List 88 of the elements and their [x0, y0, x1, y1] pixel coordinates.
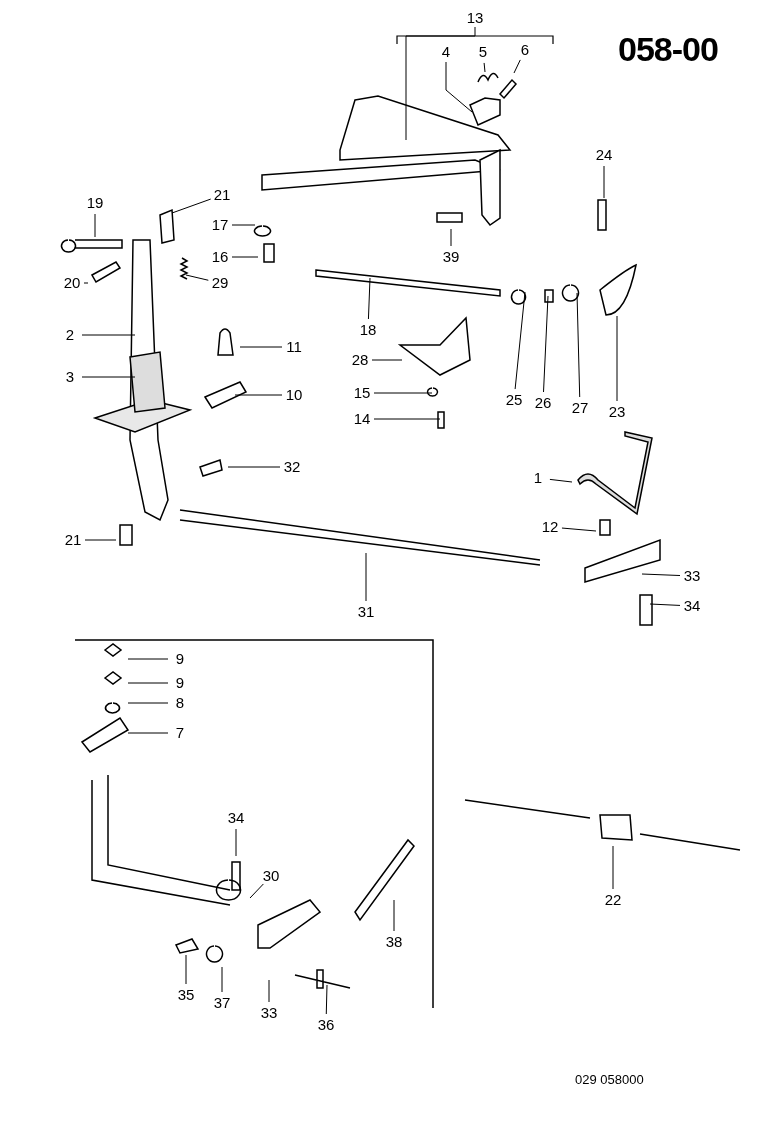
leader-line [81, 376, 136, 378]
callout-number: 20 [63, 275, 81, 291]
leader-line [221, 966, 223, 993]
leader-line [367, 277, 371, 320]
leader-line [231, 224, 256, 226]
callout-number: 33 [683, 568, 701, 584]
leader-line [543, 295, 549, 393]
leader-line [227, 466, 281, 468]
leader-line [84, 539, 117, 541]
leader-line [393, 899, 395, 932]
callout-number: 1 [533, 470, 543, 486]
leader-line [513, 59, 521, 74]
leader-line [127, 702, 169, 704]
callout-number: 31 [357, 604, 375, 620]
callout-number: 22 [604, 892, 622, 908]
callout-number: 30 [262, 868, 280, 884]
leader-line [81, 334, 136, 336]
callout-number: 8 [175, 695, 185, 711]
callout-number: 4 [441, 44, 451, 60]
callout-number: 34 [683, 598, 701, 614]
leader-line [561, 527, 597, 532]
callout-number: 16 [211, 249, 229, 265]
callout-number: 26 [534, 395, 552, 411]
callout-number: 19 [86, 195, 104, 211]
callout-number: 9 [175, 675, 185, 691]
callout-number: 13 [466, 10, 484, 26]
leader-line [483, 62, 486, 73]
callout-number: 25 [505, 392, 523, 408]
leader-line [405, 26, 476, 141]
callout-number: 35 [177, 987, 195, 1003]
callout-number: 21 [64, 532, 82, 548]
callout-number: 17 [211, 217, 229, 233]
callout-number: 18 [359, 322, 377, 338]
callout-number: 29 [211, 275, 229, 291]
leader-line [235, 828, 237, 857]
callout-number: 28 [351, 352, 369, 368]
callout-number: 24 [595, 147, 613, 163]
leader-line [325, 984, 328, 1015]
leader-line [549, 478, 573, 483]
callout-number: 34 [227, 810, 245, 826]
leader-line [514, 291, 526, 390]
leader-line [445, 61, 473, 113]
callout-number: 37 [213, 995, 231, 1011]
leader-line [185, 274, 209, 281]
leader-line [641, 573, 681, 576]
callout-number: 6 [520, 42, 530, 58]
callout-number: 27 [571, 400, 589, 416]
callout-number: 5 [478, 44, 488, 60]
leader-line [365, 552, 367, 602]
leader-line [576, 292, 581, 398]
callout-number: 36 [317, 1017, 335, 1033]
leader-line [83, 282, 89, 284]
leader-line [268, 979, 270, 1003]
leader-line [649, 603, 681, 606]
leader-line [239, 346, 283, 348]
leader-line [371, 359, 403, 361]
leader-line [94, 213, 96, 238]
leader-line [612, 845, 614, 890]
callout-number: 10 [285, 387, 303, 403]
leader-line [373, 418, 441, 420]
leader-line [171, 198, 212, 214]
callout-number: 14 [353, 411, 371, 427]
page-number: 058-00 [618, 30, 718, 69]
callout-number: 15 [353, 385, 371, 401]
leader-line [249, 883, 264, 899]
leader-line [127, 732, 169, 734]
leader-line [603, 165, 605, 199]
callout-number: 39 [442, 249, 460, 265]
callout-number: 38 [385, 934, 403, 950]
callout-number: 12 [541, 519, 559, 535]
callout-number: 21 [213, 187, 231, 203]
leader-line [127, 682, 169, 684]
leader-line [127, 658, 169, 660]
leader-line [450, 228, 452, 247]
leader-line [616, 315, 618, 402]
callout-number: 33 [260, 1005, 278, 1021]
callout-number: 3 [65, 369, 75, 385]
drawing-number: 029 058000 [575, 1072, 644, 1087]
leader-line [234, 394, 283, 396]
callout-number: 7 [175, 725, 185, 741]
leader-line [185, 954, 187, 985]
callout-number: 2 [65, 327, 75, 343]
callout-number: 9 [175, 651, 185, 667]
callout-number: 32 [283, 459, 301, 475]
callout-number: 23 [608, 404, 626, 420]
callout-number: 11 [286, 339, 302, 355]
leader-line [373, 392, 433, 394]
leader-line [231, 256, 259, 258]
